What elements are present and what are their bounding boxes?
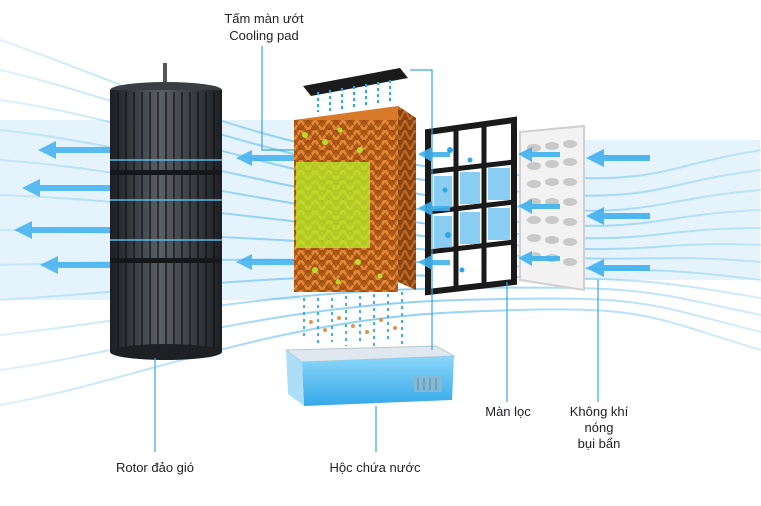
- rotor: [110, 63, 222, 360]
- cooling-pad-label-en: Cooling pad: [229, 28, 299, 43]
- cooling-pad-label-vi: Tấm màn ướt: [224, 11, 304, 26]
- water-droplets: [303, 292, 403, 346]
- hot-air-label-line1: Không khí: [569, 404, 629, 419]
- leader-lines: [154, 46, 599, 452]
- airflow-lines-rotor: [110, 159, 222, 241]
- water-tank: [284, 345, 456, 406]
- water-distributor: [303, 68, 408, 112]
- airflow-arrows-right: [418, 147, 650, 277]
- hot-air-label-line2: nóng: [584, 420, 614, 435]
- rotor-label: Rotor đảo gió: [115, 460, 195, 475]
- airflow-arrows-left: [14, 141, 295, 274]
- cooling-pad: [294, 106, 416, 292]
- filter-label: Màn lọc: [485, 404, 531, 419]
- water-tank-label: Hộc chứa nước: [329, 460, 421, 475]
- hot-air-label-line3: bụi bẩn: [577, 436, 621, 451]
- filter-frame: [425, 116, 517, 296]
